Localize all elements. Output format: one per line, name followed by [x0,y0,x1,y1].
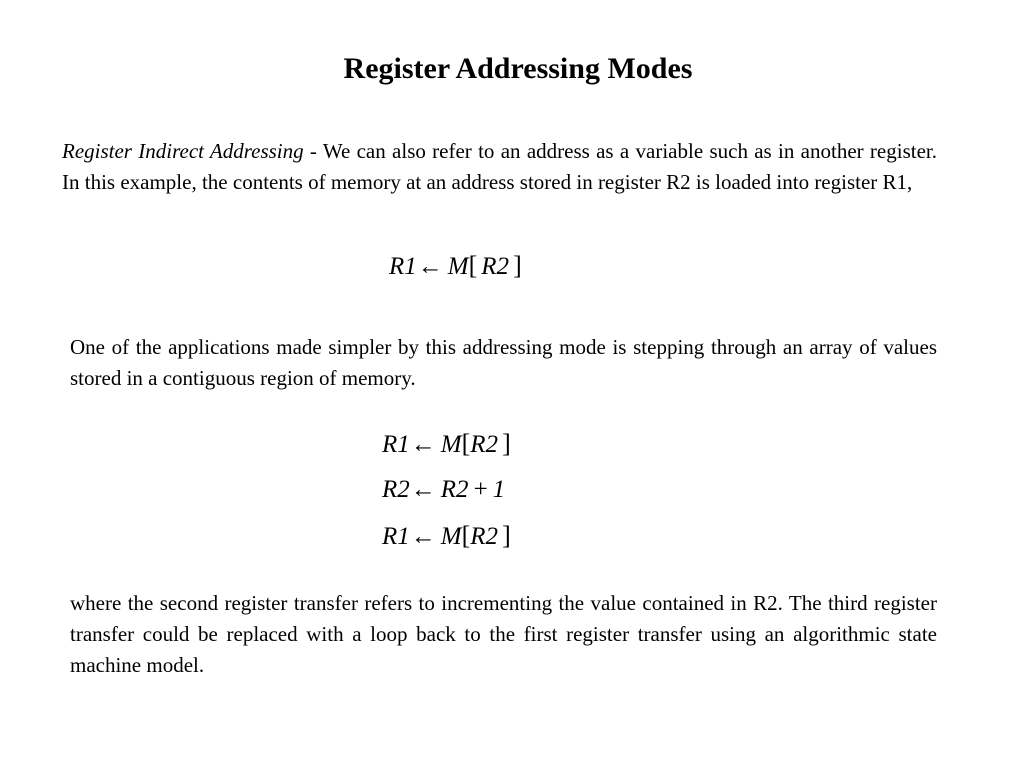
eq-memory: M [440,431,462,458]
term-register-indirect: Register Indirect Addressing [62,139,304,163]
eq-operand: R2 [440,476,469,503]
eq-close-bracket: ] [502,521,511,550]
equation-step-3: R1←M[R2] [382,521,511,552]
eq-open-bracket: [ [468,251,478,280]
eq-source: R2 [470,523,499,550]
equation-register-indirect: R1←M[R2] [389,251,522,282]
applications-paragraph: One of the applications made simpler by … [70,335,937,390]
eq-dest: R1 [382,523,410,550]
eq-arrow: ← [417,253,443,280]
eq-arrow: ← [410,431,436,458]
eq-open-bracket: [ [461,521,471,550]
eq-arrow: ← [410,523,436,550]
intro-paragraph: Register Indirect Addressing - We can al… [62,136,937,198]
equation-step-1: R1←M[R2] [382,429,511,460]
eq-memory: M [447,253,469,280]
eq-source: R2 [481,253,510,280]
eq-dest: R1 [389,253,417,280]
eq-plus: + [473,476,488,503]
eq-close-bracket: ] [502,429,511,458]
eq-close-bracket: ] [513,251,522,280]
eq-dest: R2 [382,476,410,503]
eq-open-bracket: [ [461,429,471,458]
eq-arrow: ← [410,476,436,503]
eq-constant: 1 [492,476,506,503]
equation-step-2: R2←R2+1 [382,475,505,505]
eq-dest: R1 [382,431,410,458]
eq-source: R2 [470,431,499,458]
eq-memory: M [440,523,462,550]
intro-paragraph-body: - We can also refer to an address as a v… [62,139,937,194]
conclusion-paragraph: where the second register transfer refer… [70,591,937,677]
page-title: Register Addressing Modes [343,52,693,85]
